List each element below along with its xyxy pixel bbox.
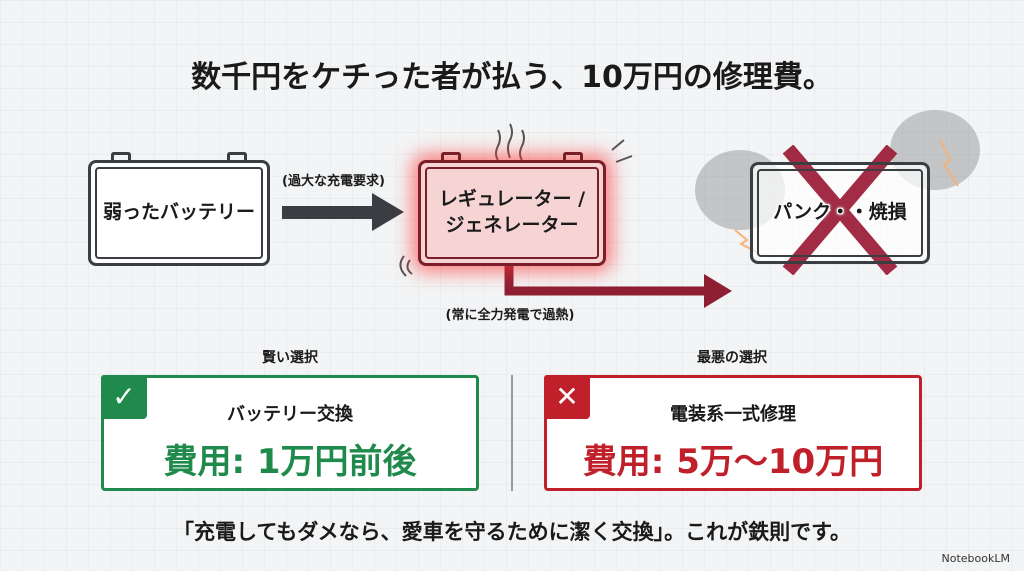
good-choice-cost: 費用: 1万円前後 (163, 442, 417, 482)
good-choice-card: ✓ バッテリー交換 費用: 1万円前後 (101, 375, 479, 491)
bad-choice-item: 電装系一式修理 (670, 404, 796, 425)
bad-choice-heading: 最悪の選択 (697, 350, 767, 366)
weak-battery: 弱ったバッテリー (88, 152, 270, 266)
arrow-to-regulator (282, 193, 404, 231)
regulator-label: レギュレーター / ジェネレーター (425, 167, 599, 259)
good-choice-heading: 賢い選択 (262, 350, 318, 366)
bad-choice-cost: 費用: 5万〜10万円 (582, 442, 884, 482)
slide-title: 数千円をケチった者が払う、10万円の修理費。 (191, 60, 833, 95)
regulator-generator: レギュレーター / ジェネレーター (418, 152, 606, 266)
failure-label: パンク・・焼損 (757, 169, 923, 257)
heat-lines-icon (399, 123, 633, 277)
arrow2-label: (常に全力発電で過熱) (445, 308, 575, 323)
x-icon: ✕ (544, 375, 590, 419)
good-choice-item: バッテリー交換 (227, 404, 353, 425)
watermark: NotebookLM (941, 552, 1010, 565)
check-icon: ✓ (101, 375, 147, 419)
bad-choice-card: ✕ 電装系一式修理 費用: 5万〜10万円 (544, 375, 922, 491)
weak-battery-label: 弱ったバッテリー (95, 167, 263, 259)
footer-message: 「充電してもダメなら、愛車を守るために潔く交換」。これが鉄則です。 (172, 520, 852, 544)
arrow1-label: (過大な充電要求) (282, 174, 385, 189)
arrow-to-failure (504, 266, 732, 308)
divider (511, 375, 513, 491)
broken-battery: パンク・・焼損 (750, 162, 930, 264)
